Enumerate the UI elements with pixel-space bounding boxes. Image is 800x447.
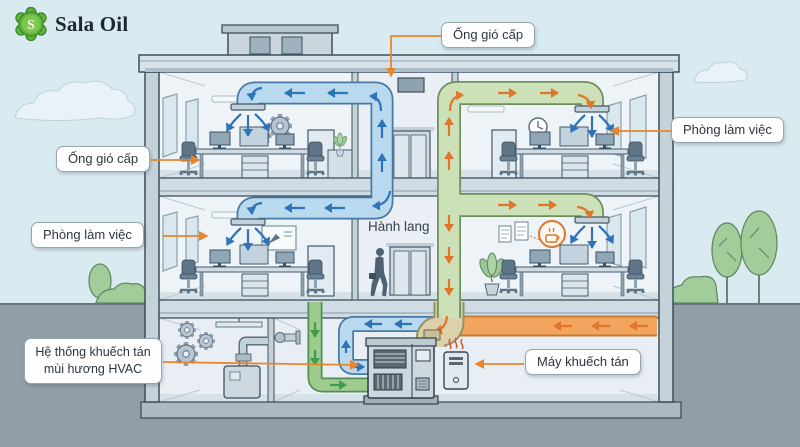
office-second-right — [476, 206, 647, 296]
logo-icon: S — [15, 7, 47, 41]
callout-text: Phòng làm việc — [683, 122, 772, 137]
boiler — [223, 336, 268, 399]
ceiling-vents — [230, 103, 610, 226]
pipe-valve — [274, 330, 301, 345]
callout-text: Ống gió cấp — [68, 151, 139, 166]
corridor-second — [369, 243, 434, 297]
wall-diffuser-unit — [443, 337, 469, 390]
penthouse — [221, 24, 339, 57]
window — [162, 93, 178, 158]
leader-hvac-system — [162, 359, 360, 370]
basement-partition — [267, 317, 275, 403]
callout-supply-duct-left: Ống gió cấp — [56, 146, 151, 173]
window — [162, 211, 178, 272]
corridor-top — [386, 127, 434, 179]
ceiling-lamp — [215, 321, 263, 328]
hvac-machine — [363, 329, 441, 405]
callout-hvac-system: Hệ thống khuếch tán mùi hương HVAC — [24, 338, 162, 384]
ceiling-light — [467, 105, 505, 113]
window — [185, 98, 199, 152]
callout-text: Máy khuếch tán — [537, 354, 629, 369]
cloud-left — [14, 80, 136, 121]
callout-leaders — [151, 35, 671, 370]
callout-text: Hệ thống khuếch tán mùi hương HVAC — [35, 345, 151, 376]
person — [369, 248, 388, 297]
callout-office-left: Phòng làm việc — [31, 222, 144, 249]
brand-logo: S Sala Oil — [14, 7, 128, 41]
callout-text: Phòng làm việc — [43, 227, 132, 242]
window — [185, 215, 199, 267]
building-shell — [138, 24, 680, 403]
roof — [138, 54, 680, 73]
trees-left — [88, 263, 149, 304]
callout-office-right: Phòng làm việc — [671, 117, 784, 144]
documents-icon — [498, 221, 541, 243]
corridor-label: Hành lang — [368, 219, 430, 234]
roof-intake — [397, 77, 425, 93]
leader-supply-top — [386, 35, 441, 78]
brand-name: Sala Oil — [55, 11, 129, 36]
callout-supply-duct-top: Ống gió cấp — [441, 22, 536, 49]
cloud-right — [693, 61, 748, 84]
callout-text: Ống gió cấp — [453, 27, 524, 42]
callout-diffuser-machine: Máy khuếch tán — [525, 349, 641, 376]
trees-right — [665, 210, 778, 304]
basement — [174, 317, 301, 403]
office-top-right — [467, 94, 647, 179]
logo-letter: S — [27, 18, 35, 33]
window — [629, 206, 647, 269]
office-second-left — [162, 211, 335, 297]
